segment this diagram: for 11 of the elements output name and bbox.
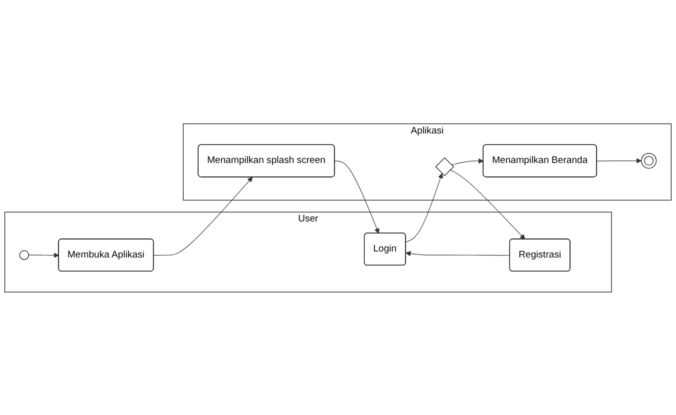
arrow	[406, 172, 444, 242]
node-circle	[641, 152, 657, 168]
arrow	[450, 169, 526, 240]
arrow	[28, 252, 60, 258]
arrow	[153, 176, 253, 256]
arrow	[451, 158, 484, 165]
arrow	[334, 160, 380, 234]
node-diamond	[435, 156, 454, 176]
arrow	[406, 250, 510, 256]
node-circle	[19, 250, 29, 260]
arrow	[596, 158, 642, 163]
